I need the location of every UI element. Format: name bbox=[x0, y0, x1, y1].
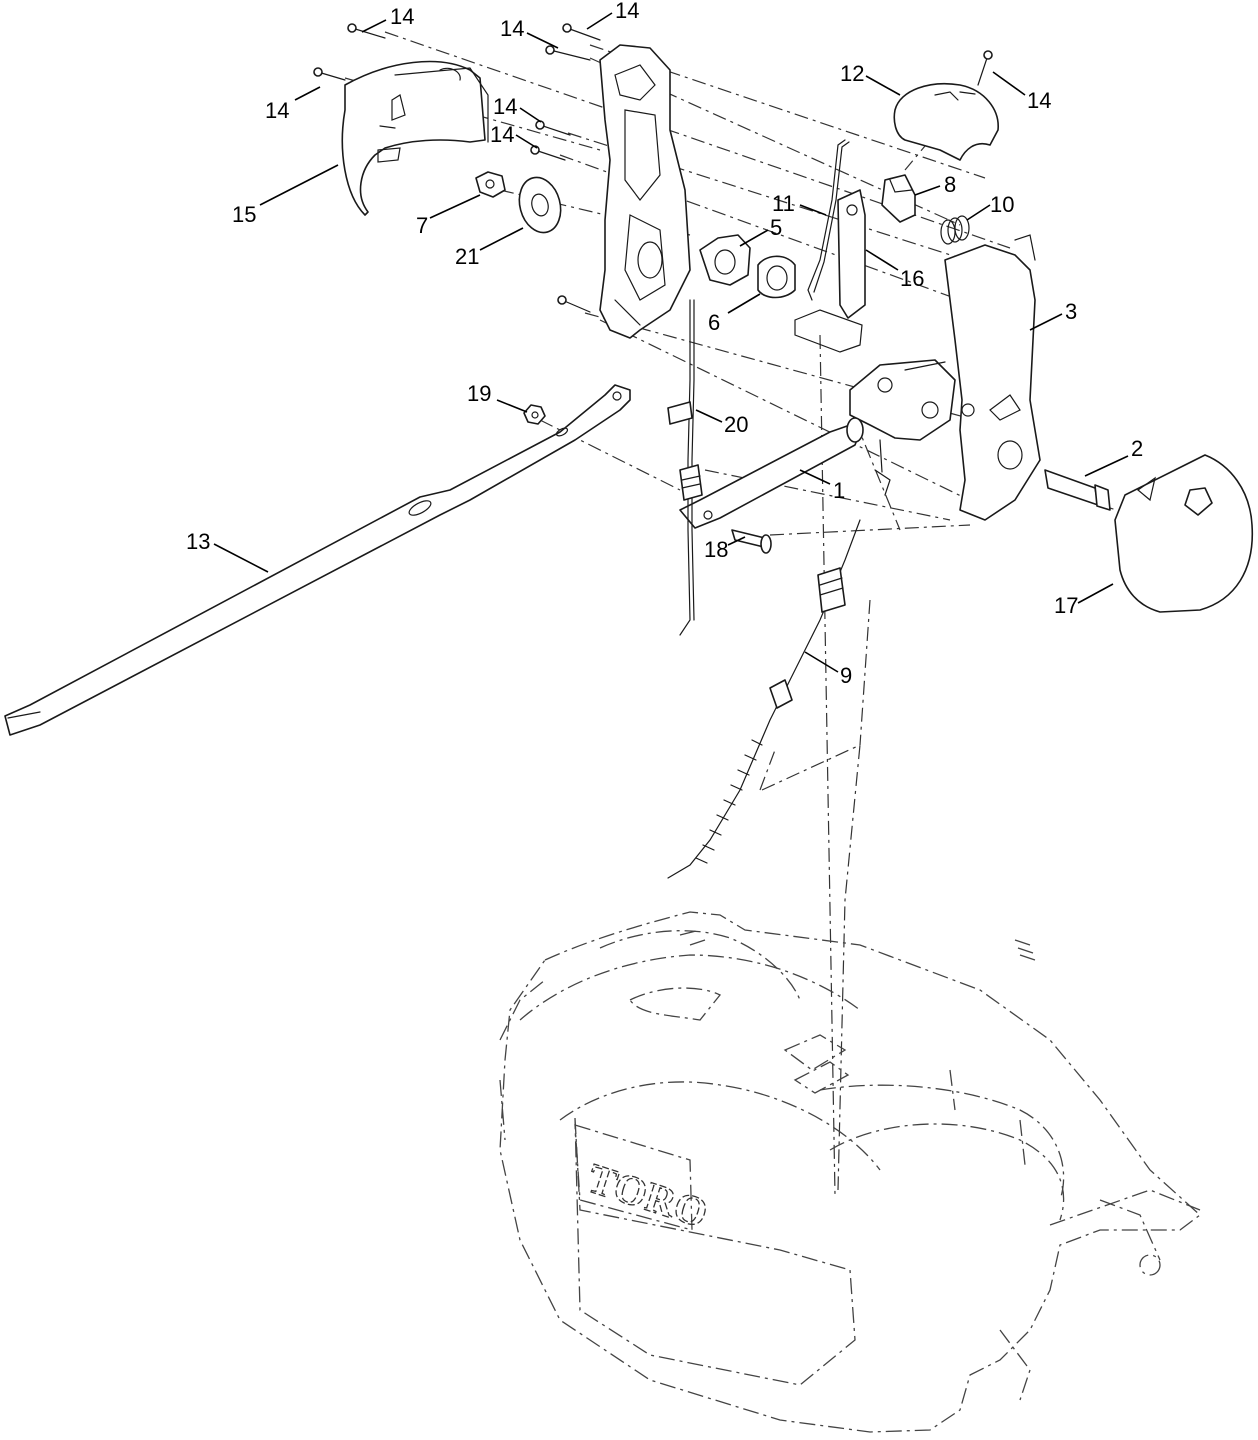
callout-14: 14 bbox=[390, 4, 414, 29]
part-12-cap bbox=[893, 82, 999, 161]
callout-14: 14 bbox=[493, 94, 517, 119]
callout-3: 3 bbox=[1065, 299, 1077, 324]
callout-21: 21 bbox=[455, 244, 479, 269]
callout-14: 14 bbox=[500, 16, 524, 41]
part-18-pin bbox=[731, 529, 772, 554]
callout-17: 17 bbox=[1054, 593, 1078, 618]
callout-15: 15 bbox=[232, 202, 256, 227]
part-2-pin bbox=[1044, 469, 1111, 511]
center-frame-plate bbox=[599, 44, 691, 339]
part-17-right-cover bbox=[1114, 454, 1254, 613]
callout-11: 11 bbox=[772, 191, 795, 216]
callout-16: 16 bbox=[900, 266, 924, 291]
callout-14: 14 bbox=[1027, 88, 1051, 113]
part-1-shaft-assembly bbox=[679, 359, 956, 529]
part-15-left-cover bbox=[341, 60, 489, 216]
callout-8: 8 bbox=[944, 172, 956, 197]
part-16-bracket bbox=[794, 189, 866, 353]
mower-deck-phantom: TORO bbox=[499, 911, 1202, 1433]
callout-12: 12 bbox=[840, 61, 864, 86]
callout-9: 9 bbox=[840, 663, 852, 688]
callout-2: 2 bbox=[1131, 436, 1143, 461]
part-13-rod bbox=[4, 384, 631, 736]
part-14-screws bbox=[313, 23, 993, 313]
part-21-washer bbox=[518, 176, 562, 234]
callout-leaders bbox=[213, 12, 1129, 673]
part-9-cable bbox=[667, 519, 861, 879]
callout-7: 7 bbox=[416, 213, 428, 238]
callout-5: 5 bbox=[770, 215, 782, 240]
part-5-bushing bbox=[699, 234, 751, 286]
callout-13: 13 bbox=[186, 529, 210, 554]
callout-14: 14 bbox=[490, 122, 514, 147]
callout-6: 6 bbox=[708, 310, 720, 335]
callout-1: 1 bbox=[833, 478, 845, 503]
part-6-cam bbox=[757, 255, 796, 299]
part-7-nut bbox=[475, 171, 506, 198]
part-19-nut bbox=[523, 404, 546, 425]
callout-10: 10 bbox=[990, 192, 1014, 217]
callout-14: 14 bbox=[615, 0, 639, 23]
callout-19: 19 bbox=[467, 381, 491, 406]
callout-14: 14 bbox=[265, 98, 289, 123]
assembly-lines bbox=[344, 31, 1151, 1196]
part-20-cable bbox=[667, 299, 703, 636]
part-3-housing bbox=[944, 234, 1041, 521]
toro-logo: TORO bbox=[582, 1156, 713, 1238]
part-10-spring bbox=[940, 215, 970, 245]
part-11-wire bbox=[807, 139, 850, 301]
callout-18: 18 bbox=[704, 537, 728, 562]
callout-labels: 14 14 14 14 14 14 14 12 15 7 21 8 10 11 … bbox=[186, 0, 1143, 688]
callout-20: 20 bbox=[724, 412, 748, 437]
part-8-latch bbox=[881, 174, 916, 223]
